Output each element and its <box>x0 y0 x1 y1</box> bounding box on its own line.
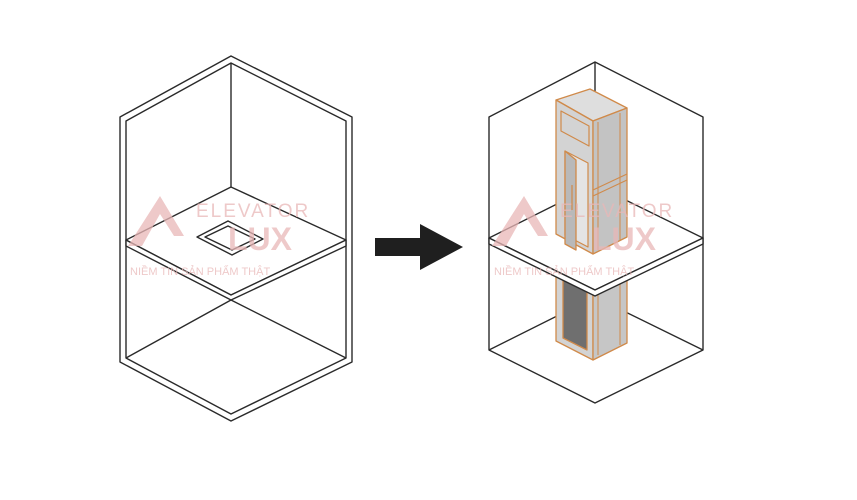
elevatorlux-logo-icon <box>128 196 184 246</box>
cabin-right-face <box>592 107 628 255</box>
cabin-frame-line-3 <box>592 173 628 191</box>
watermark-line1: ELEVATOR <box>196 201 310 222</box>
floor-slab-thickness <box>125 239 347 301</box>
shaft-opening <box>196 220 264 256</box>
shaft-opening-inner <box>204 225 256 251</box>
elevator-upper-section <box>555 88 628 255</box>
watermark-tagline: NIỀM TIN SẢN PHẨM THẬT <box>494 265 634 278</box>
watermark-line1: ELEVATOR <box>560 201 674 222</box>
watermark-left: ELEVATOR LUX NIỀM TIN SẢN PHẨM THẬT <box>128 196 310 278</box>
building-shell-outer <box>119 55 353 422</box>
watermark-line2: LUX <box>228 221 293 257</box>
watermark-right: ELEVATOR LUX NIỀM TIN SẢN PHẨM THẬT <box>492 196 674 278</box>
arrow-right-icon <box>375 224 463 270</box>
floor-slab-after-thickness <box>488 237 704 297</box>
cabin-swing-door <box>564 150 577 251</box>
cabin-transom <box>560 110 590 147</box>
cabin-frame-line-4 <box>592 179 628 197</box>
building-before <box>119 55 353 422</box>
elevatorlux-logo-icon <box>492 196 548 246</box>
watermark-line2: LUX <box>592 221 657 257</box>
watermark-tagline: NIỀM TIN SẢN PHẨM THẬT <box>130 265 270 278</box>
base-floor <box>125 299 347 359</box>
